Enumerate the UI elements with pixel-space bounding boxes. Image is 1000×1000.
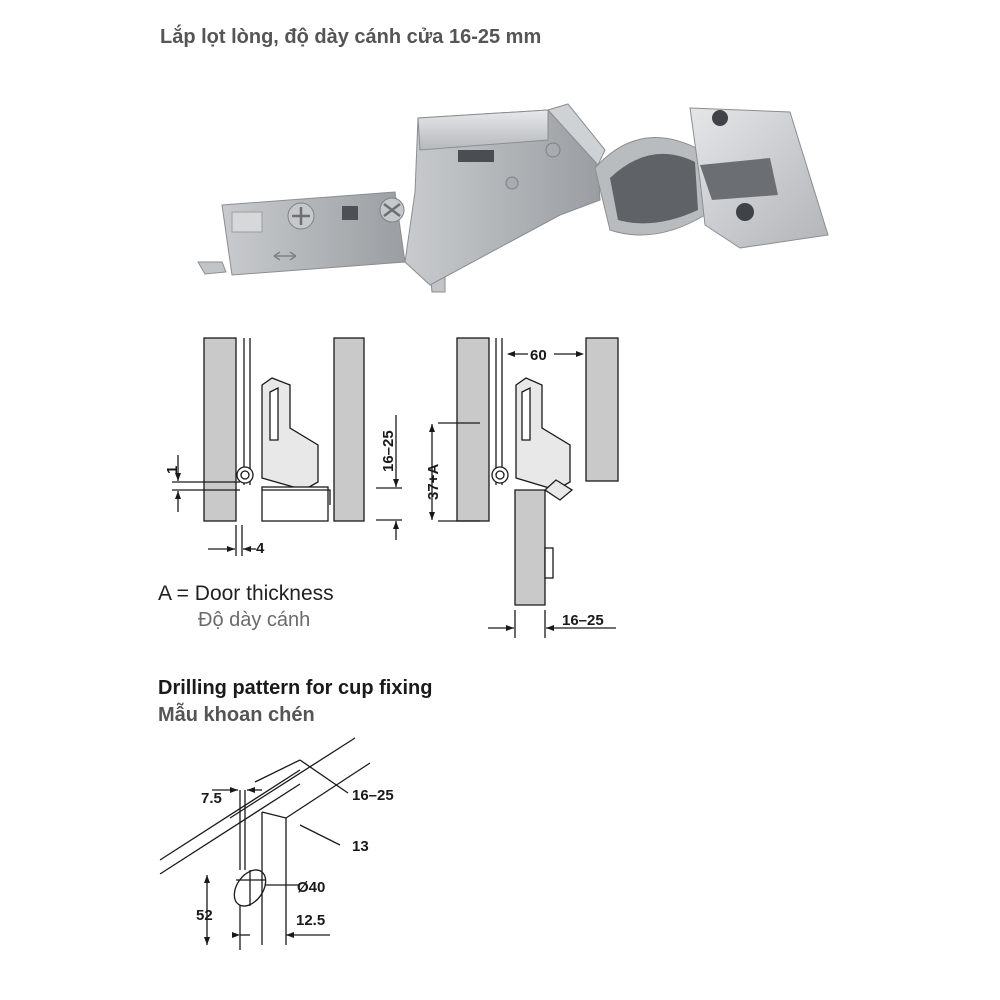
- legend-door-thickness-vi: Độ dày cánh: [198, 609, 311, 631]
- dim-12-5: 12.5: [296, 912, 325, 929]
- dim-16-25-left: 16–25: [380, 430, 397, 472]
- dim-13: 13: [352, 838, 369, 855]
- drilling-pattern-title: Drilling pattern for cup fixing: [158, 677, 433, 699]
- dim-4: 4: [256, 540, 265, 557]
- dim-1: 1: [164, 466, 181, 474]
- dim-16-25-drill: 16–25: [352, 787, 394, 804]
- drilling-pattern-title-vi: Mẫu khoan chén: [158, 704, 315, 726]
- legend-door-thickness: A = Door thickness: [158, 582, 334, 605]
- dim-7-5: 7.5: [201, 790, 222, 807]
- dim-diameter-40: Ø40: [297, 879, 325, 896]
- heading: Lắp lọt lòng, độ dày cánh cửa 16-25 mm: [160, 26, 542, 48]
- dim-37-plus-a: 37+A: [425, 464, 442, 500]
- dim-60: 60: [530, 347, 547, 364]
- dim-52: 52: [196, 907, 213, 924]
- dim-16-25-right: 16–25: [562, 612, 604, 629]
